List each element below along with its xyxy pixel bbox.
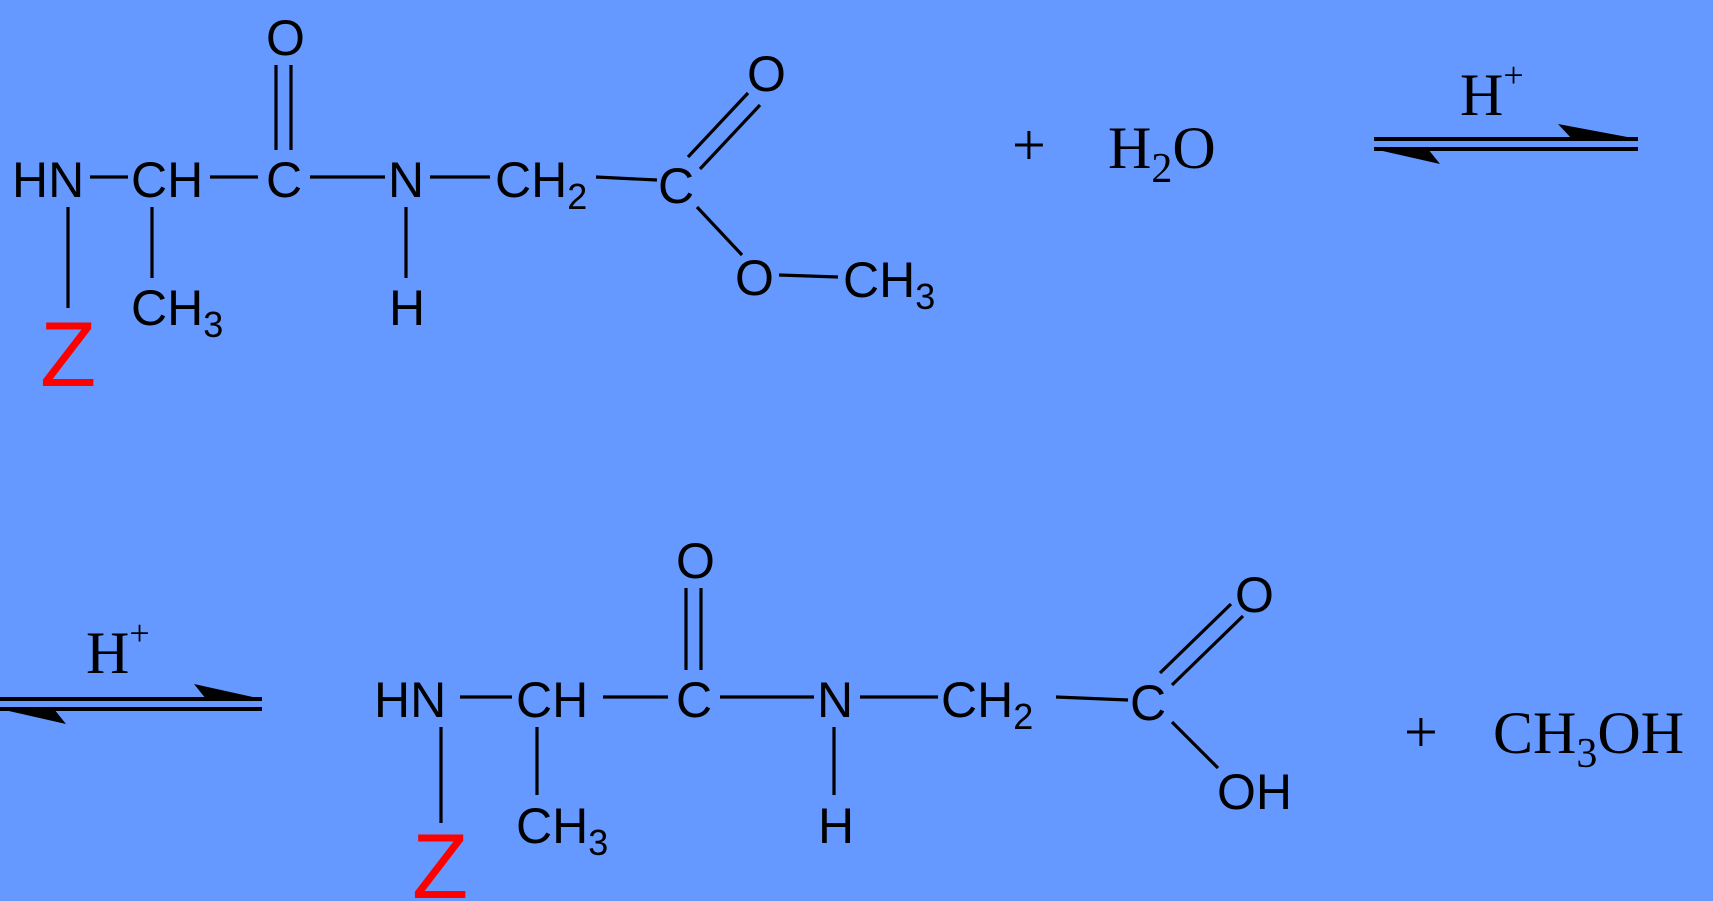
atom-carbonyl-c: C	[676, 672, 712, 728]
atom-hn: HN	[374, 672, 446, 728]
methanol-formula: CH3OH	[1493, 700, 1684, 777]
atom-ester-o-single: O	[735, 250, 774, 306]
reverse-arrowhead-1	[1374, 149, 1440, 164]
atom-ch2: CH2	[495, 152, 587, 217]
bond-acid-c-oh	[1170, 720, 1220, 770]
atom-n: N	[388, 152, 424, 208]
bond-ch2-c	[1055, 695, 1129, 702]
plus-sign-1: +	[1012, 112, 1046, 178]
bond-ch2-c	[595, 175, 658, 182]
atom-nh-h: H	[818, 798, 854, 854]
atom-carbonyl-o: O	[676, 533, 715, 589]
equilibrium-arrow-2: H+	[0, 613, 262, 724]
catalyst-label-1: H+	[1460, 55, 1524, 128]
product-structure: HN CH C O N H CH2 C O OH CH3 Z	[374, 533, 1292, 901]
forward-arrowhead-2	[194, 684, 262, 699]
reverse-arrowhead-2	[0, 709, 66, 724]
bond-ester-c-o-double-b	[698, 103, 762, 171]
atom-carbonyl-o: O	[266, 10, 305, 66]
atom-hn: HN	[12, 152, 84, 208]
atom-ch2: CH2	[941, 672, 1033, 737]
atom-ester-ch3: CH3	[843, 252, 935, 317]
atom-acid-c: C	[1130, 675, 1166, 731]
protecting-group-z: Z	[40, 304, 96, 406]
bond-acid-c-o-double-b	[1170, 614, 1245, 687]
atom-carbonyl-c: C	[266, 152, 302, 208]
plus-sign-2: +	[1404, 699, 1438, 765]
bond-acid-c-o-double-a	[1158, 602, 1233, 675]
bond-ester-c-o-double-a	[686, 91, 750, 159]
atom-ch: CH	[516, 672, 588, 728]
atom-ch: CH	[131, 152, 203, 208]
atom-ester-o-double: O	[747, 46, 786, 102]
atom-acid-o-double: O	[1235, 567, 1274, 623]
atom-n: N	[817, 672, 853, 728]
catalyst-label-2: H+	[86, 613, 150, 686]
protecting-group-z: Z	[412, 816, 468, 901]
atom-side-ch3: CH3	[131, 280, 223, 345]
bond-ester-c-o-single	[695, 205, 744, 257]
atom-nh-h: H	[389, 280, 425, 336]
water-formula: H2O	[1108, 115, 1216, 192]
atom-side-ch3: CH3	[516, 798, 608, 863]
reactant-structure: HN CH C O N H CH2 C O O CH3 CH3 Z	[12, 10, 935, 406]
atom-acid-oh: OH	[1217, 764, 1292, 820]
forward-arrowhead-1	[1558, 124, 1638, 139]
bond-o-ch3	[778, 273, 839, 279]
atom-ester-c: C	[658, 158, 694, 214]
equilibrium-arrow-1: H+	[1374, 55, 1638, 164]
